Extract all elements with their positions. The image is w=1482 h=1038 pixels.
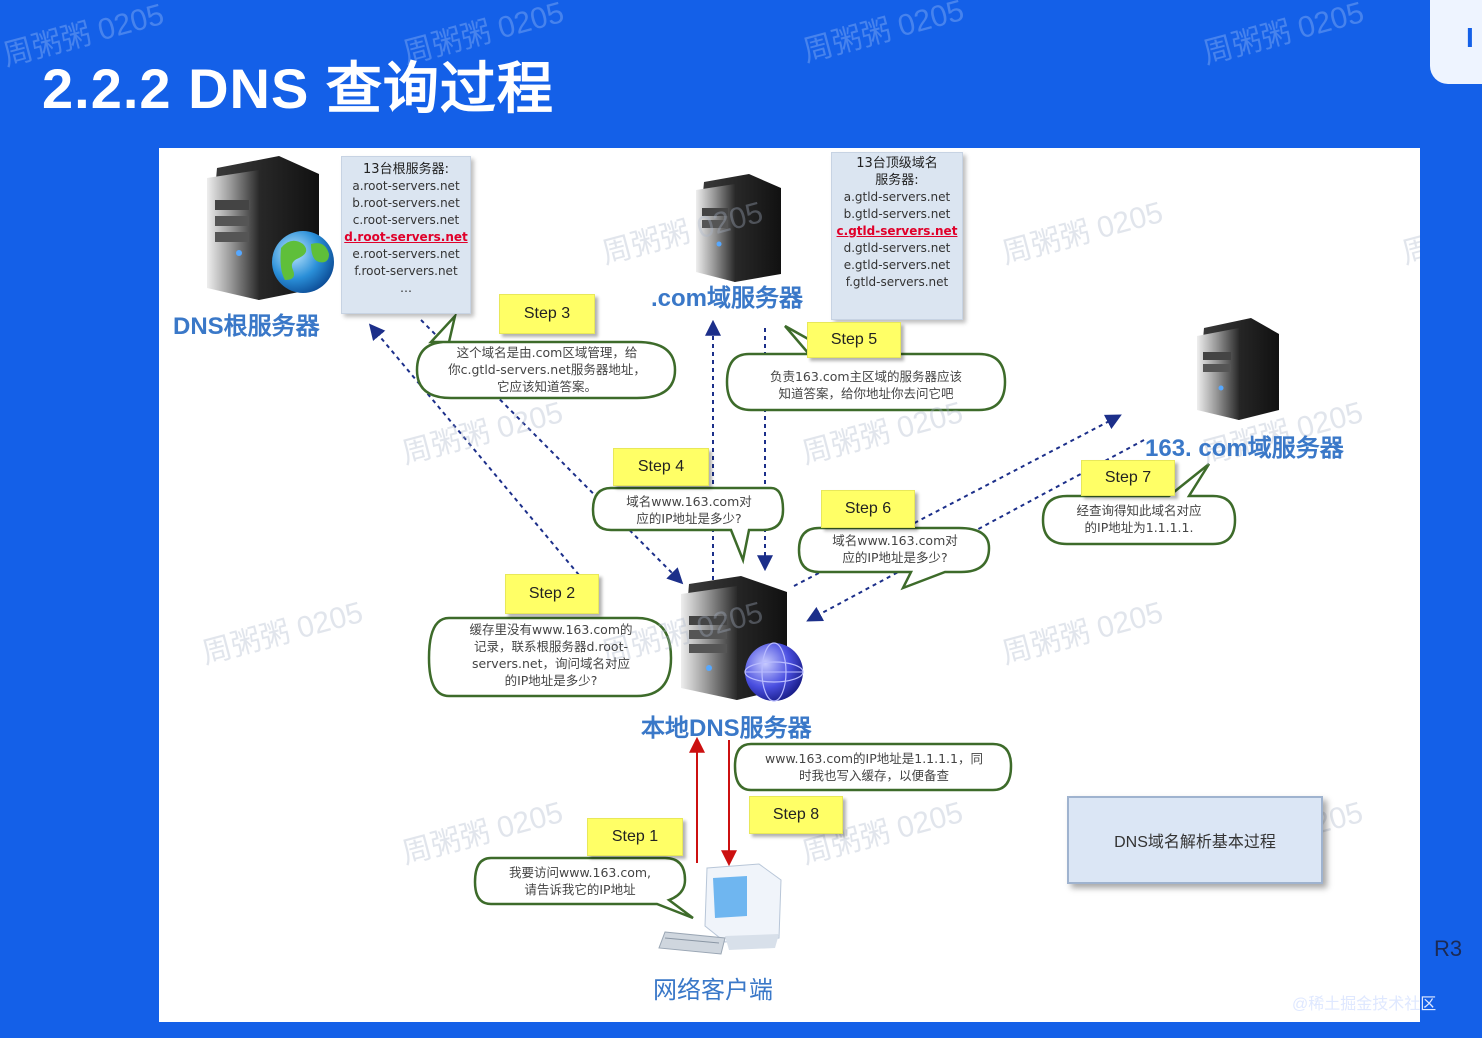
callout-2-text: 缓存里没有www.163.com的 记录，联系根服务器d.root- serve… (433, 621, 669, 689)
globe-icon (744, 642, 804, 702)
step-4-label: Step 4 (613, 448, 709, 486)
callout-line: 时我也写入缓存，以便备查 (798, 768, 949, 783)
callout-line: servers.net，询问域名对应 (471, 656, 631, 671)
step-5-label: Step 5 (807, 322, 901, 358)
s163-server-icon (1197, 318, 1279, 420)
caption-box: DNS域名解析基本过程 (1067, 796, 1323, 884)
credit-text: @稀土掘金技术社区 (1292, 996, 1437, 1013)
callout-line: 的IP地址是多少? (504, 673, 598, 688)
callout-line: 你c.gtld-servers.net服务器地址， (448, 362, 646, 377)
root-list-item-highlight: d.root-servers.net (344, 230, 468, 244)
root-list-title: 13台根服务器: (363, 162, 449, 177)
watermark: 周粥粥 0205 (1199, 0, 1368, 71)
step-2-label: Step 2 (505, 574, 599, 614)
callout-line: 缓存里没有www.163.com的 (469, 622, 633, 637)
com-server-icon (696, 174, 781, 282)
callout-line: 的IP地址为1.1.1.1. (1084, 520, 1194, 535)
root-server-label: DNS根服务器 (173, 313, 320, 340)
callout-bubble-2 (427, 616, 673, 698)
step-8-label: Step 8 (749, 796, 843, 834)
client-label: 网络客户端 (653, 976, 773, 1004)
corner-tab-text: I (1466, 22, 1474, 53)
callout-line: 它应该知道答案。 (496, 379, 597, 394)
com-list-item-highlight: c.gtld-servers.net (836, 224, 958, 238)
callout-line: 我要访问www.163.com, (509, 865, 651, 880)
root-server-list: 13台根服务器: a.root-servers.net b.root-serve… (341, 156, 471, 314)
callout-line: 应的IP地址是多少? (636, 511, 742, 526)
com-server-list: 13台顶级域名 服务器: a.gtld-servers.net b.gtld-s… (831, 152, 963, 320)
arrow-step3 (420, 319, 684, 585)
callout-line: 经查询得知此域名对应 (1076, 503, 1202, 518)
corner-tab[interactable]: I (1430, 0, 1482, 84)
local-dns-label: 本地DNS服务器 (641, 715, 812, 742)
callout-line: 负责163.com主区域的服务器应该 (769, 369, 963, 384)
s163-server-label: 163. com域服务器 (1145, 435, 1344, 462)
callout-line: www.163.com的IP地址是1.1.1.1，同 (765, 751, 983, 766)
com-list-item: e.gtld-servers.net (843, 258, 951, 272)
com-list-item: d.gtld-servers.net (843, 241, 951, 255)
callout-line: 记录，联系根服务器d.root- (474, 639, 628, 654)
callout-bubble-3 (415, 311, 677, 400)
watermark: 周粥粥 0205 (799, 0, 968, 69)
globe-icon (272, 231, 334, 293)
callout-bubble-7 (1041, 463, 1237, 546)
arrow-step6 (793, 414, 1122, 587)
com-list-title: 服务器: (875, 173, 919, 188)
root-list-item: a.root-servers.net (352, 179, 460, 193)
callout-5-text: 负责163.com主区域的服务器应该 知道答案，给你地址你去问它吧 (731, 368, 1001, 402)
slide-marker: R3 (1434, 936, 1463, 961)
callout-line: 请告诉我它的IP地址 (524, 882, 636, 897)
callout-4-text: 域名www.163.com对 应的IP地址是多少? (597, 493, 781, 527)
com-list-item: f.gtld-servers.net (845, 275, 949, 289)
com-server-label: .com域服务器 (651, 285, 804, 312)
slide-title: 2.2.2 DNS 查询过程 (42, 57, 554, 120)
callout-7-text: 经查询得知此域名对应 的IP地址为1.1.1.1. (1045, 502, 1233, 536)
diagram-canvas: 周粥粥 0205 周粥粥 0205 周粥粥 0205 周粥粥 0205 周粥粥 … (159, 148, 1420, 1022)
step-3-label: Step 3 (499, 294, 595, 334)
callout-line: 知道答案，给你地址你去问它吧 (778, 386, 954, 401)
callout-bubble-5 (725, 324, 1007, 412)
callout-bubble-4 (591, 486, 785, 565)
callout-bubble-8 (733, 742, 1013, 792)
computer-icon (658, 863, 782, 955)
callout-bubble-1 (473, 856, 694, 920)
callout-8-text: www.163.com的IP地址是1.1.1.1，同 时我也写入缓存，以便备查 (739, 750, 1009, 784)
callout-6-text: 域名www.163.com对 应的IP地址是多少? (803, 532, 987, 566)
callout-line: 域名www.163.com对 (832, 533, 958, 548)
step-6-label: Step 6 (821, 490, 915, 528)
callout-bubble-6 (797, 526, 991, 591)
root-list-item: … (400, 281, 412, 295)
com-list-title: 13台顶级域名 (856, 156, 938, 171)
root-list-item: f.root-servers.net (354, 264, 458, 278)
diagram-graphics (207, 156, 1279, 955)
root-list-item: b.root-servers.net (352, 196, 460, 210)
com-list-item: a.gtld-servers.net (843, 190, 951, 204)
callout-line: 这个域名是由.com区域管理，给 (456, 345, 638, 360)
root-list-item: e.root-servers.net (352, 247, 460, 261)
callout-line: 域名www.163.com对 (626, 494, 752, 509)
callout-line: 应的IP地址是多少? (842, 550, 948, 565)
com-list-item: b.gtld-servers.net (843, 207, 951, 221)
callout-3-text: 这个域名是由.com区域管理，给 你c.gtld-servers.net服务器地… (421, 344, 673, 395)
step-7-label: Step 7 (1081, 460, 1175, 496)
callout-1-text: 我要访问www.163.com, 请告诉我它的IP地址 (477, 864, 683, 898)
root-list-item: c.root-servers.net (352, 213, 460, 227)
step-1-label: Step 1 (587, 818, 683, 856)
